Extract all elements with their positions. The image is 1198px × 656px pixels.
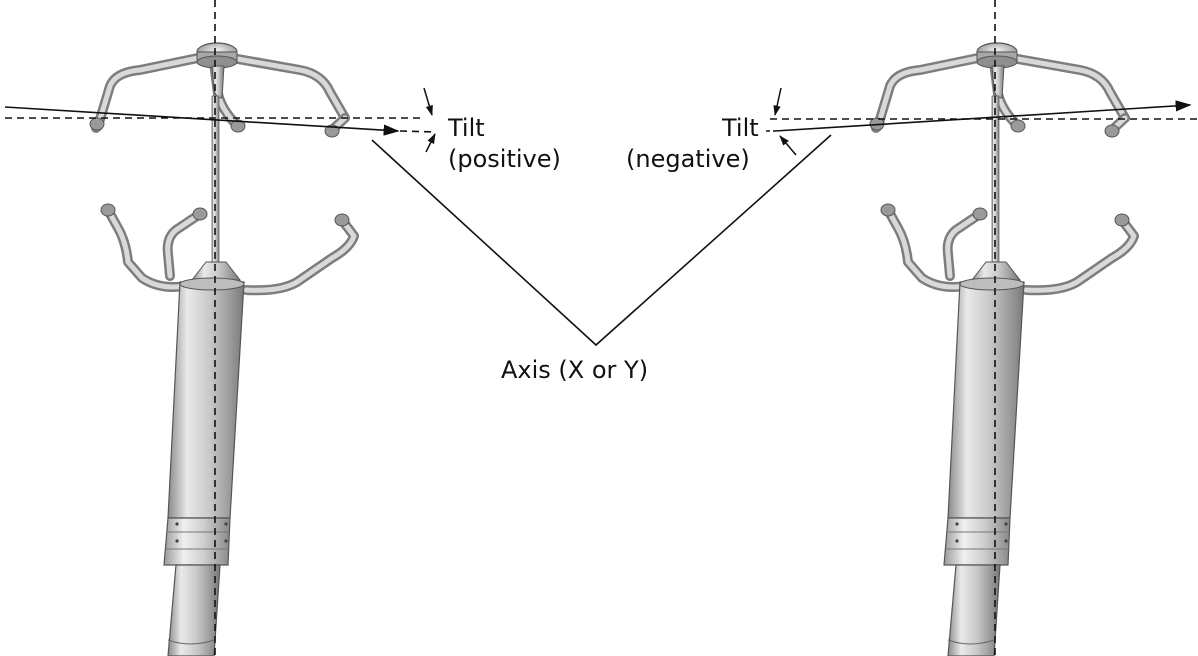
left-axis-arrow [4, 106, 400, 136]
tilt-negative-sign-label: (negative) [626, 145, 750, 173]
arrow-icon [779, 135, 797, 156]
axis-leader-lines [371, 134, 832, 347]
arrow-icon [423, 87, 433, 117]
right-tilt-angle-arrows [773, 87, 797, 156]
tilt-negative-label: Tilt [722, 114, 759, 142]
tilt-positive-sign-label: (positive) [448, 145, 561, 173]
tilt-positive-label: Tilt [448, 114, 485, 142]
left-tilt-angle-arrows [423, 87, 436, 153]
arrow-icon [773, 87, 782, 117]
right-reference-lines [766, 0, 1198, 656]
left-reference-lines [4, 0, 437, 656]
right-axis-arrow [774, 100, 1192, 132]
axis-label: Axis (X or Y) [501, 356, 649, 384]
arrow-icon [425, 133, 436, 153]
left-anemometer-sensor [90, 43, 354, 656]
right-anemometer-sensor [870, 43, 1134, 656]
